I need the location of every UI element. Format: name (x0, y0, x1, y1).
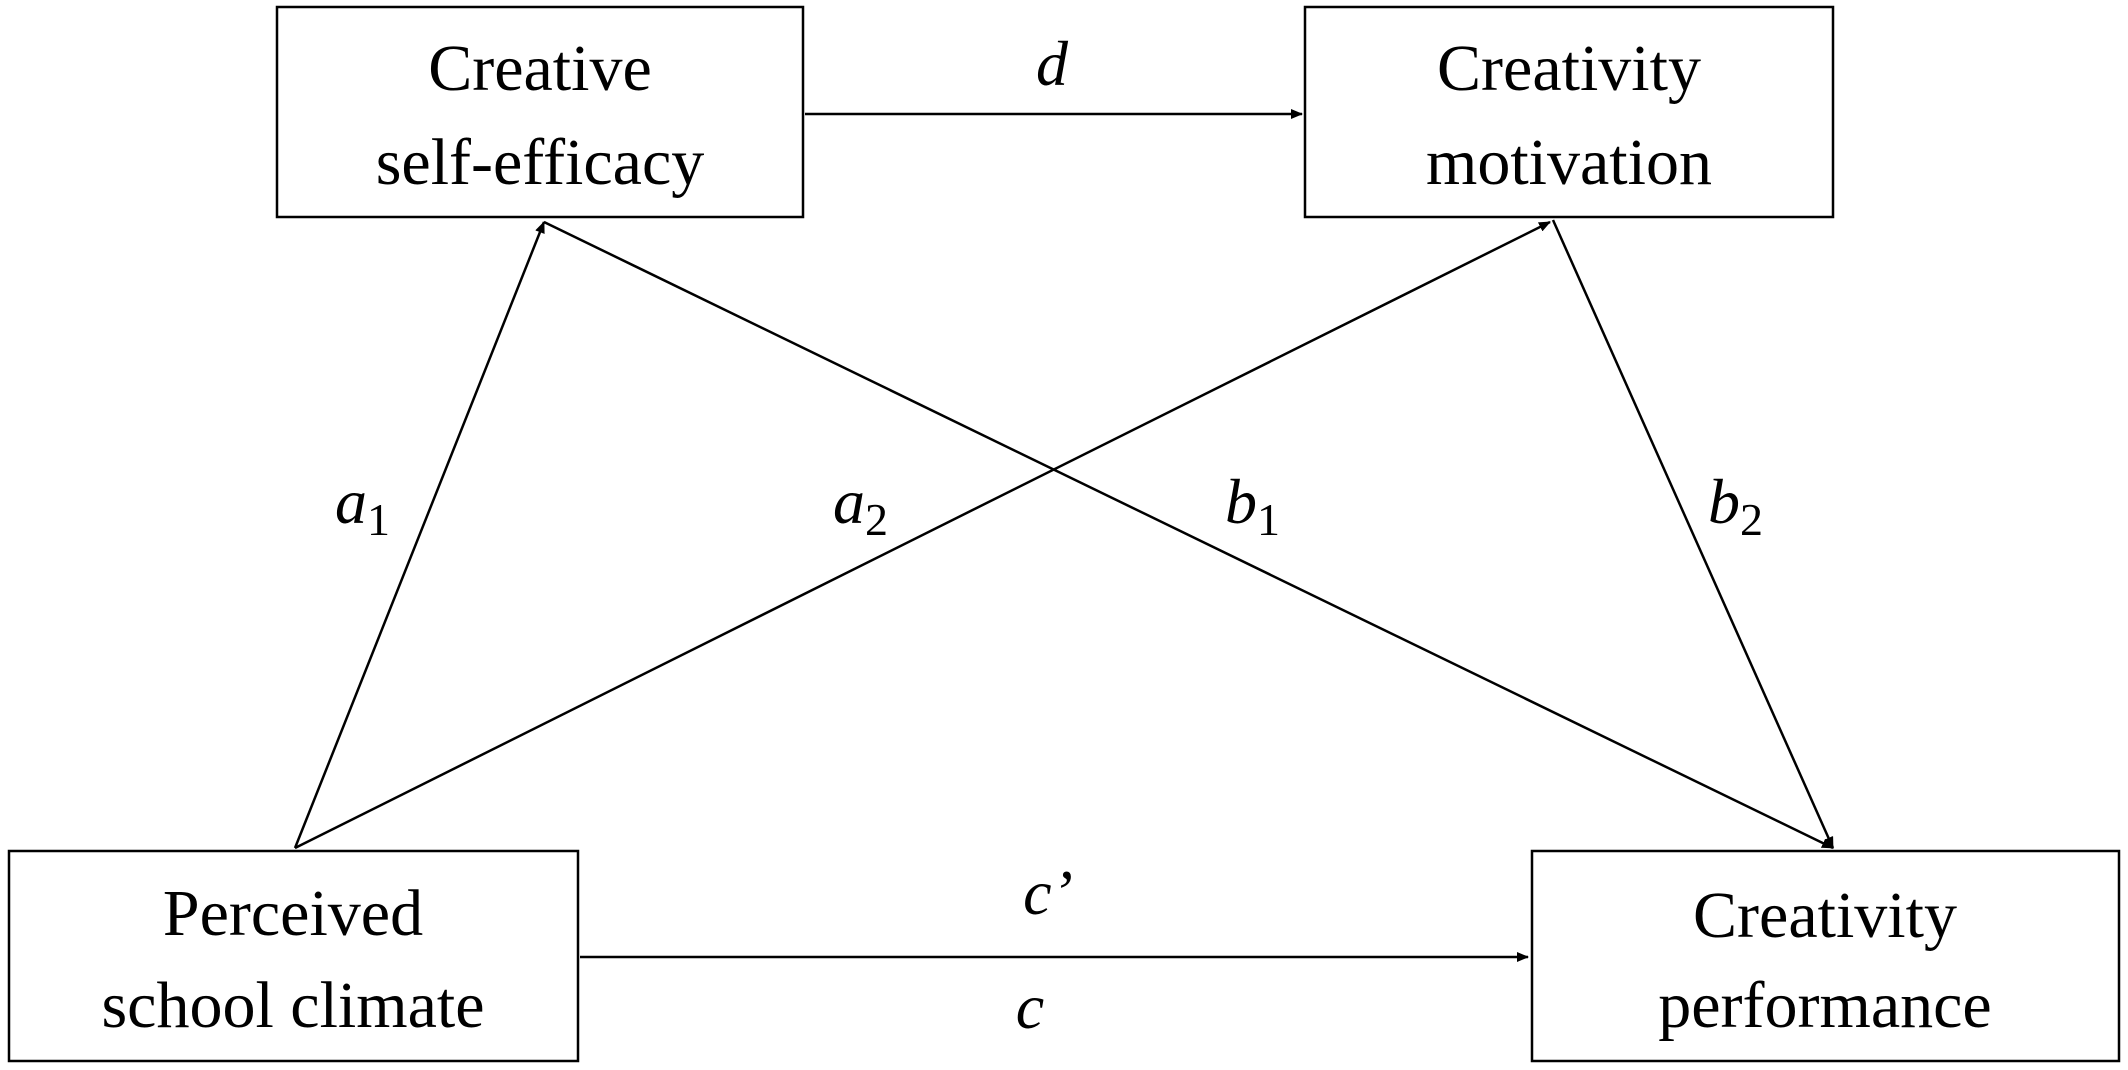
node-motivation: Creativity motivation (1303, 5, 1835, 219)
path-label-c: c (1016, 971, 1044, 1042)
path-label-b1: b1 (1225, 466, 1280, 545)
node-box (1530, 849, 2121, 1063)
node-school-climate: Perceived school climate (7, 849, 580, 1063)
arrows (293, 109, 1835, 962)
path-label-b1-sub: 1 (1257, 494, 1280, 545)
path-label-b2-sub: 2 (1740, 494, 1763, 545)
path-label-a2-main: a (833, 466, 865, 537)
path-label-c-prime: c’ (1023, 857, 1073, 928)
node-label-line1: Creativity (1693, 879, 1957, 952)
node-label-line1: Perceived (163, 877, 423, 950)
node-box (7, 849, 580, 1063)
node-label-line1: Creativity (1437, 32, 1701, 105)
path-label-b2-main: b (1708, 466, 1740, 537)
node-self-efficacy: Creative self-efficacy (275, 5, 805, 219)
node-label-line2: self-efficacy (376, 126, 705, 199)
path-label-b2: b2 (1708, 466, 1763, 545)
path-label-d: d (1036, 28, 1069, 99)
path-label-a1: a1 (335, 466, 390, 545)
node-box (275, 5, 805, 219)
node-label-line2: school climate (101, 969, 484, 1042)
node-box (1303, 5, 1835, 219)
arrow-b2 (1551, 219, 1835, 849)
path-label-a1-sub: 1 (367, 494, 390, 545)
node-label-line2: performance (1658, 969, 1991, 1042)
arrow-b1 (543, 220, 1834, 850)
node-performance: Creativity performance (1530, 849, 2121, 1063)
path-label-b1-main: b (1225, 466, 1257, 537)
path-label-a1-main: a (335, 466, 367, 537)
node-label-line1: Creative (428, 32, 652, 105)
path-label-a2-sub: 2 (865, 494, 888, 545)
arrow-a2 (294, 220, 1551, 850)
node-label-line2: motivation (1426, 126, 1712, 199)
arrow-a1 (293, 221, 546, 849)
path-label-a2: a2 (833, 466, 888, 545)
